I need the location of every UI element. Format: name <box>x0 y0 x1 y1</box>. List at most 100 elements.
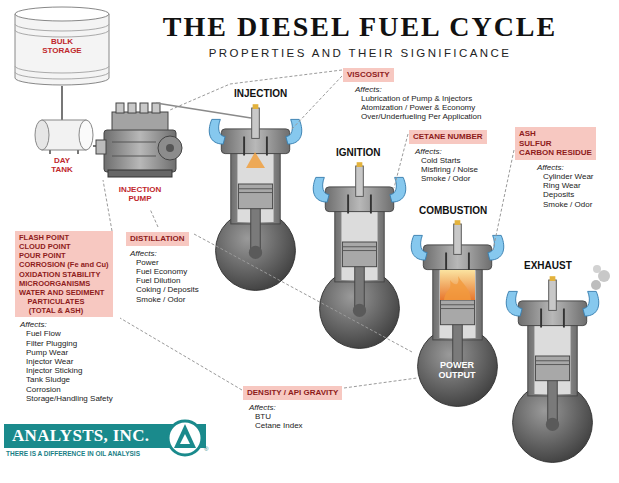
tagline-block: THERE IS A DIFFERENCE IN OIL ANALYSIS <box>6 450 155 458</box>
effect-item: Fuel Flow <box>20 329 113 338</box>
effect-item: Power <box>130 258 199 267</box>
effect-item: Tank Sludge <box>20 375 113 384</box>
effect-item: Ring Wear <box>537 181 596 190</box>
fuel-pipe <box>61 86 63 120</box>
property-name: WATER AND SEDIMENT <box>19 288 109 297</box>
pump-fitting <box>128 103 136 113</box>
property-name: CORROSION (Fe and Cu) <box>19 260 109 269</box>
label-slot: COMBUSTION <box>419 205 487 217</box>
affects-label: Affects: <box>20 320 113 329</box>
flame-tongue <box>444 276 471 300</box>
day-tank-end <box>79 120 93 150</box>
property-box: DENSITY / API GRAVITY <box>243 386 342 400</box>
property-name: MICROORGANISMS <box>19 279 109 288</box>
effect-item: Fuel Dilution <box>130 276 199 285</box>
leader-line <box>194 234 412 352</box>
leader-line <box>120 318 242 390</box>
affects-label: Affects: <box>249 403 342 412</box>
label-slot: PROPERTIES AND THEIR SIGNIFICANCE <box>140 47 580 61</box>
stroke-label: COMBUSTION <box>419 205 487 217</box>
label-slot: ® <box>204 446 208 452</box>
pump-detail <box>112 156 156 157</box>
leader-line <box>170 70 342 110</box>
property-name: VISCOSITY <box>347 70 390 80</box>
bulk-tank-top <box>15 7 109 21</box>
property-name: SULFUR <box>519 139 592 149</box>
effects-list: Affects:Lubrication of Pump & InjectorsA… <box>355 85 482 122</box>
fuel-spray <box>246 152 265 168</box>
exhaust-cylinder <box>506 276 599 462</box>
label-slot: BULK STORAGE <box>38 37 86 55</box>
effect-item: Fuel Economy <box>130 267 199 276</box>
tagline: THERE IS A DIFFERENCE IN OIL ANALYSIS <box>6 450 155 458</box>
logo-emblem <box>168 421 202 455</box>
label-slot: EXHAUST <box>524 260 572 272</box>
pump-shaft <box>166 144 174 152</box>
pump-detail <box>112 142 156 143</box>
property-group: CETANE NUMBERAffects:Cold StartsMisfirin… <box>409 125 487 183</box>
property-name: DENSITY / API GRAVITY <box>247 388 338 398</box>
effect-item: Atomization / Power & Economy <box>355 103 482 112</box>
property-group: DISTILLATIONAffects:PowerFuel EconomyFue… <box>126 227 199 304</box>
affects-label: Affects: <box>355 85 482 94</box>
effects-list: Affects:Cylinder WearRing WearDepositsSm… <box>537 163 596 209</box>
pump-inlet <box>96 140 106 154</box>
leader-lines <box>103 70 514 390</box>
property-name: DISTILLATION <box>130 234 185 244</box>
combustion-cylinder <box>411 220 504 406</box>
combustion-flame <box>440 270 475 300</box>
leader-line <box>150 209 158 227</box>
effect-item: Cold Starts <box>415 156 487 165</box>
stroke-label: INJECTION <box>234 88 287 100</box>
property-box: CETANE NUMBER <box>409 130 487 144</box>
property-box: DISTILLATION <box>126 232 189 246</box>
effect-item: Injector Wear <box>20 357 113 366</box>
equipment-label: INJECTION PUMP <box>114 185 166 203</box>
effect-item: Corrosion <box>20 385 113 394</box>
leader-line <box>291 76 342 130</box>
fuel-line <box>156 103 251 118</box>
logo-triangle <box>174 424 196 448</box>
tank-leg <box>49 150 51 154</box>
company-name: ANALYSTS, INC. <box>12 424 149 448</box>
property-box: ASHSULFURCARBON RESIDUE <box>515 127 596 160</box>
tank-band <box>15 24 109 31</box>
leader-line <box>103 180 112 231</box>
registered-mark: ® <box>204 446 208 452</box>
property-name: CLOUD POINT <box>19 242 109 251</box>
leader-line <box>394 134 408 188</box>
tank-band <box>15 30 109 37</box>
property-group: DENSITY / API GRAVITY Affects:BTUCetane I… <box>243 381 342 430</box>
title-slot: THE DIESEL FUEL CYCLE <box>140 12 580 43</box>
effects-list: Affects:BTUCetane Index <box>249 403 342 431</box>
equipment-label: BULK STORAGE <box>38 37 86 55</box>
tank-leg <box>77 150 79 154</box>
pump-base <box>108 170 172 177</box>
label-slot: INJECTION <box>234 88 287 100</box>
pump-fitting <box>116 103 124 113</box>
exhaust-smoke <box>593 265 601 273</box>
property-group: FLASH POINTCLOUD POINTPOUR POINTCORROSIO… <box>15 231 113 403</box>
effect-item: Cylinder Wear <box>537 172 596 181</box>
output-label: POWER OUTPUT <box>427 360 487 381</box>
effect-item: Smoke / Odor <box>130 295 199 304</box>
property-name: CARBON RESIDUE <box>519 148 592 158</box>
label-slot: DAY TANK <box>46 156 78 174</box>
label-slot: INJECTION PUMP <box>114 185 166 203</box>
diagram-title: THE DIESEL FUEL CYCLE <box>140 12 580 43</box>
property-name: ASH <box>519 129 592 139</box>
effect-item: Injector Sticking <box>20 366 113 375</box>
property-group: VISCOSITY Affects:Lubrication of Pump & I… <box>343 63 482 121</box>
label-slot: IGNITION <box>336 147 380 159</box>
property-box: FLASH POINTCLOUD POINTPOUR POINTCORROSIO… <box>15 231 113 317</box>
logo-band: ANALYSTS, INC. <box>4 424 155 448</box>
effects-list: Affects:Fuel FlowFilter PluggingPump Wea… <box>20 320 113 403</box>
leader-line <box>344 378 417 388</box>
property-group: ASHSULFURCARBON RESIDUEAffects:Cylinder … <box>515 127 596 209</box>
effect-item: Smoke / Odor <box>537 200 596 209</box>
property-name: CETANE NUMBER <box>413 132 483 142</box>
label-slot: POWER OUTPUT <box>427 360 487 381</box>
exhaust-smoke <box>591 280 601 290</box>
tank-band <box>15 66 109 73</box>
